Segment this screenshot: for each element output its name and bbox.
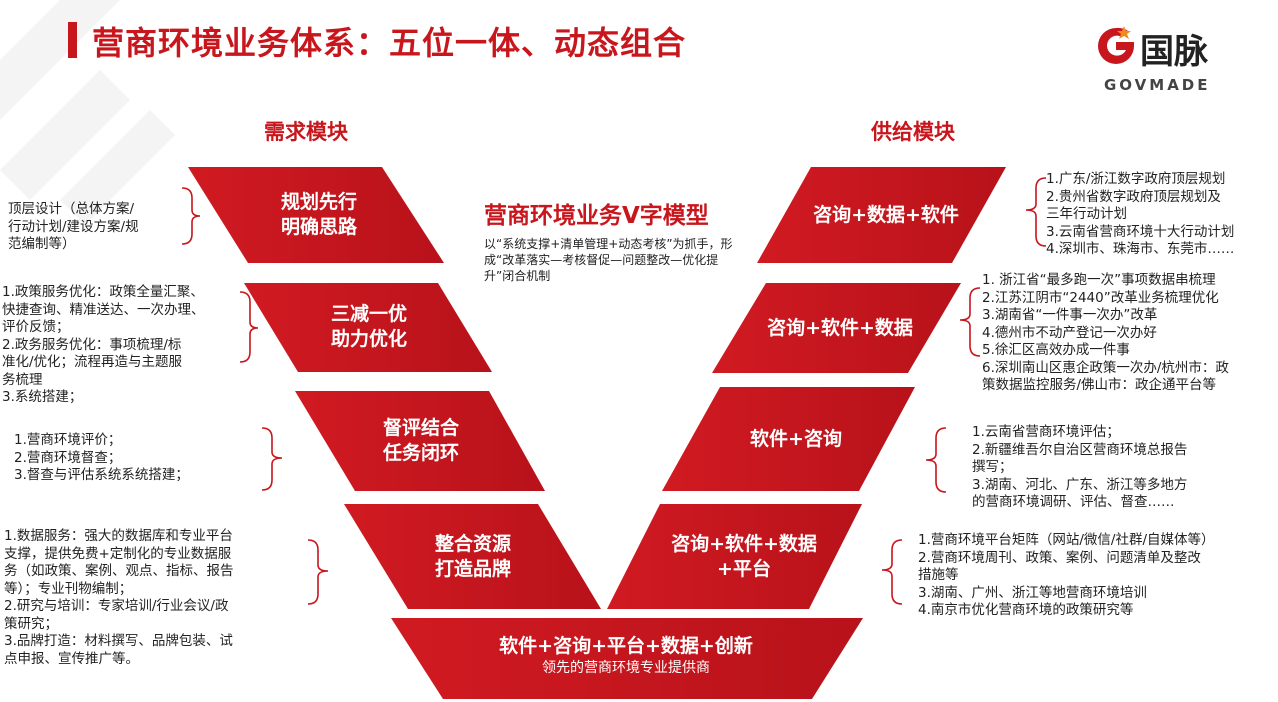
- left-brace-3: [261, 427, 283, 491]
- right-segment-2-label: 咨询+软件+数据: [767, 317, 913, 339]
- right-brace-3: [925, 427, 947, 493]
- logo-mark-icon: [1098, 26, 1134, 64]
- left-segment-1-label: 规划先行明确思路: [280, 191, 357, 238]
- page-title: 营商环境业务体系：五位一体、动态组合: [92, 24, 687, 62]
- logo-brand-text: 国脉: [1140, 32, 1208, 72]
- left-segment-4-label: 整合资源打造品牌: [434, 533, 511, 580]
- left-segment-3-label: 督评结合任务闭环: [382, 417, 459, 464]
- logo-sub-text: GOVMADE: [1104, 76, 1211, 94]
- left-segment-2-label: 三减一优助力优化: [330, 303, 407, 350]
- left-segment-1-shape: [188, 167, 444, 263]
- left-note-4: 1.数据服务：强大的数据库和专业平台支撑，提供免费+定制化的专业数据服务（如政策…: [4, 528, 234, 667]
- right-segment-2-shape: [712, 283, 961, 373]
- right-segment-4-label: 咨询+软件+数据+平台: [671, 533, 817, 580]
- govmade-logo: 国脉 GOVMADE: [1094, 18, 1244, 96]
- right-brace-1: [1025, 177, 1047, 247]
- right-note-3: 1.云南省营商环境评估；2.新疆维吾尔自治区营商环境总报告撰写； 3.湖南、河北…: [972, 424, 1188, 510]
- model-title: 营商环境业务V字模型: [484, 203, 709, 229]
- right-segment-1-shape: [757, 167, 1006, 263]
- left-note-3: 1.营商环境评价；2.营商环境督查；3.督查与评估系统系统搭建；: [14, 432, 189, 483]
- left-brace-2: [239, 291, 259, 363]
- demand-module-title: 需求模块: [264, 120, 348, 144]
- bottom-segment-shape: [391, 618, 863, 699]
- left-segment-2-shape: [244, 283, 492, 372]
- background-decoration: [0, 0, 175, 225]
- right-segment-1-label: 咨询+数据+软件: [813, 204, 959, 226]
- left-brace-4: [307, 539, 329, 605]
- right-segment-4-shape: [607, 504, 862, 609]
- bottom-segment-label: 软件+咨询+平台+数据+创新 领先的营商环境专业提供商: [440, 634, 812, 677]
- left-brace-1: [181, 187, 201, 245]
- left-note-1: 顶层设计（总体方案/行动计划/建设方案/规范编制等）: [8, 201, 139, 252]
- right-segment-3-label: 软件+咨询: [750, 428, 842, 450]
- left-note-2: 1.政策服务优化：政策全量汇聚、快捷查询、精准送达、一次办理、评价反馈； 2.政…: [2, 284, 205, 405]
- left-segment-3-shape: [295, 391, 545, 491]
- model-description: 以“系统支撑+清单管理+动态考核”为抓手，形成“改革落实—考核督促—问题整改—优…: [484, 237, 733, 283]
- right-brace-2: [959, 287, 981, 357]
- right-segment-3-shape: [662, 387, 915, 491]
- right-note-4: 1.营商环境平台矩阵（网站/微信/社群/自媒体等）2.营商环境周刊、政策、案例、…: [918, 532, 1215, 618]
- bottom-sub-text: 领先的营商环境专业提供商: [542, 660, 710, 676]
- title-accent-bar: [68, 22, 77, 58]
- bottom-main-text: 软件+咨询+平台+数据+创新: [499, 635, 753, 657]
- left-segment-4-shape: [344, 504, 601, 609]
- right-brace-4: [881, 539, 903, 605]
- supply-module-title: 供给模块: [871, 120, 955, 144]
